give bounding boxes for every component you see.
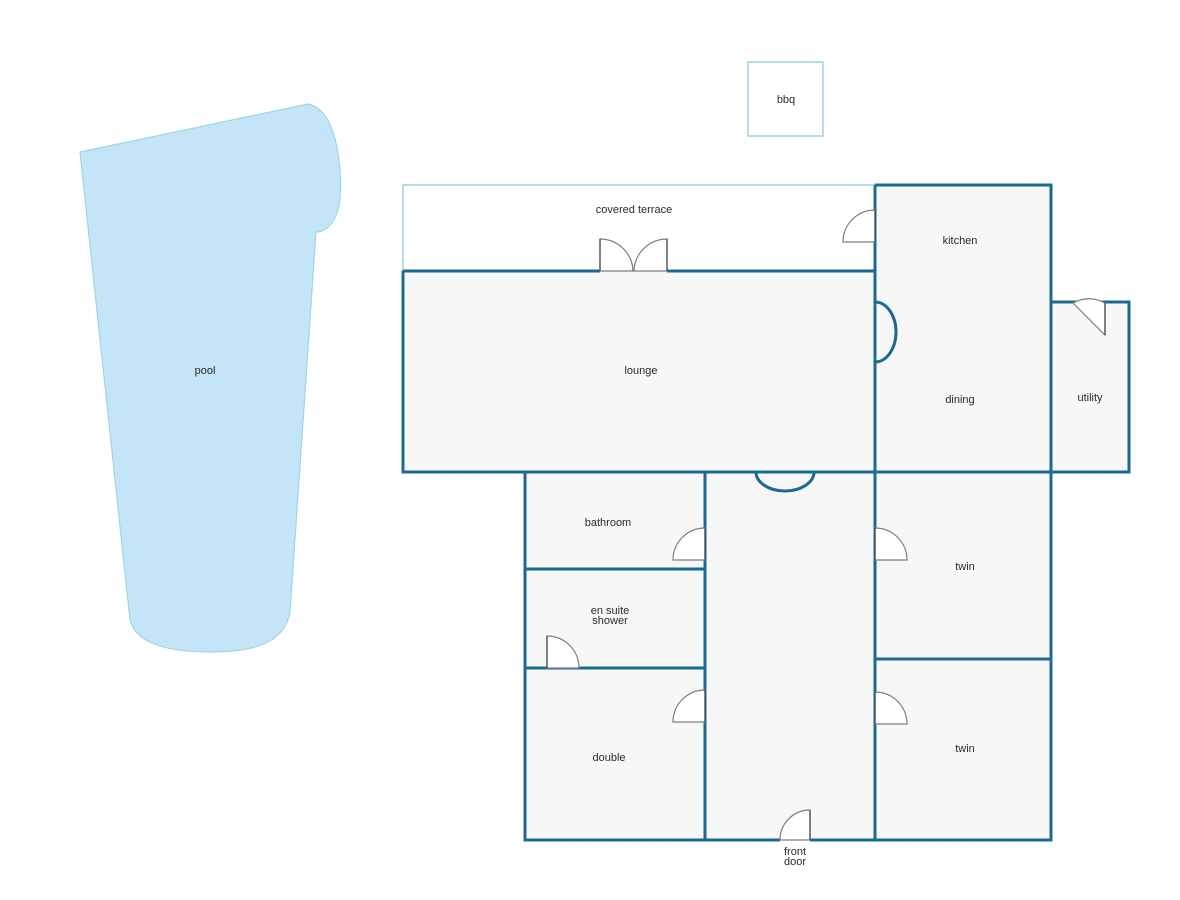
utility-label: utility (1077, 392, 1103, 404)
en-suite-label-line2: shower (592, 615, 628, 627)
corridor-arch (754, 471, 816, 493)
en-suite-door (546, 635, 580, 669)
bathroom-label: bathroom (585, 517, 631, 529)
front-door-label-line1: front (784, 846, 806, 858)
lounge-kitchen-arch (874, 300, 898, 364)
twin-upper-door (874, 527, 908, 561)
front-door-label-line2: door (784, 856, 806, 868)
kitchen-terrace-door (842, 209, 876, 243)
bbq-area (747, 61, 824, 137)
room-fills (403, 185, 1129, 840)
kitchen-label: kitchen (943, 235, 978, 247)
bbq-label: bbq (777, 94, 795, 106)
dining-label: dining (945, 394, 974, 406)
doors (546, 209, 1106, 841)
bathroom-door (672, 527, 706, 561)
utility-door (1072, 298, 1106, 337)
room-labels: bbq covered terrace kitchen pool lounge … (195, 94, 1103, 868)
covered-terrace-label: covered terrace (596, 204, 672, 216)
twin-upper-label: twin (955, 561, 975, 573)
pool-label: pool (195, 365, 216, 377)
double-label: double (592, 752, 625, 764)
en-suite-label-line1: en suite (591, 605, 630, 617)
lounge-label: lounge (624, 365, 657, 377)
terrace-double-door (599, 238, 668, 272)
double-room-door (672, 689, 706, 723)
twin-lower-label: twin (955, 743, 975, 755)
twin-lower-door (874, 691, 908, 725)
pool-shape (79, 103, 341, 653)
front-door (779, 809, 811, 841)
